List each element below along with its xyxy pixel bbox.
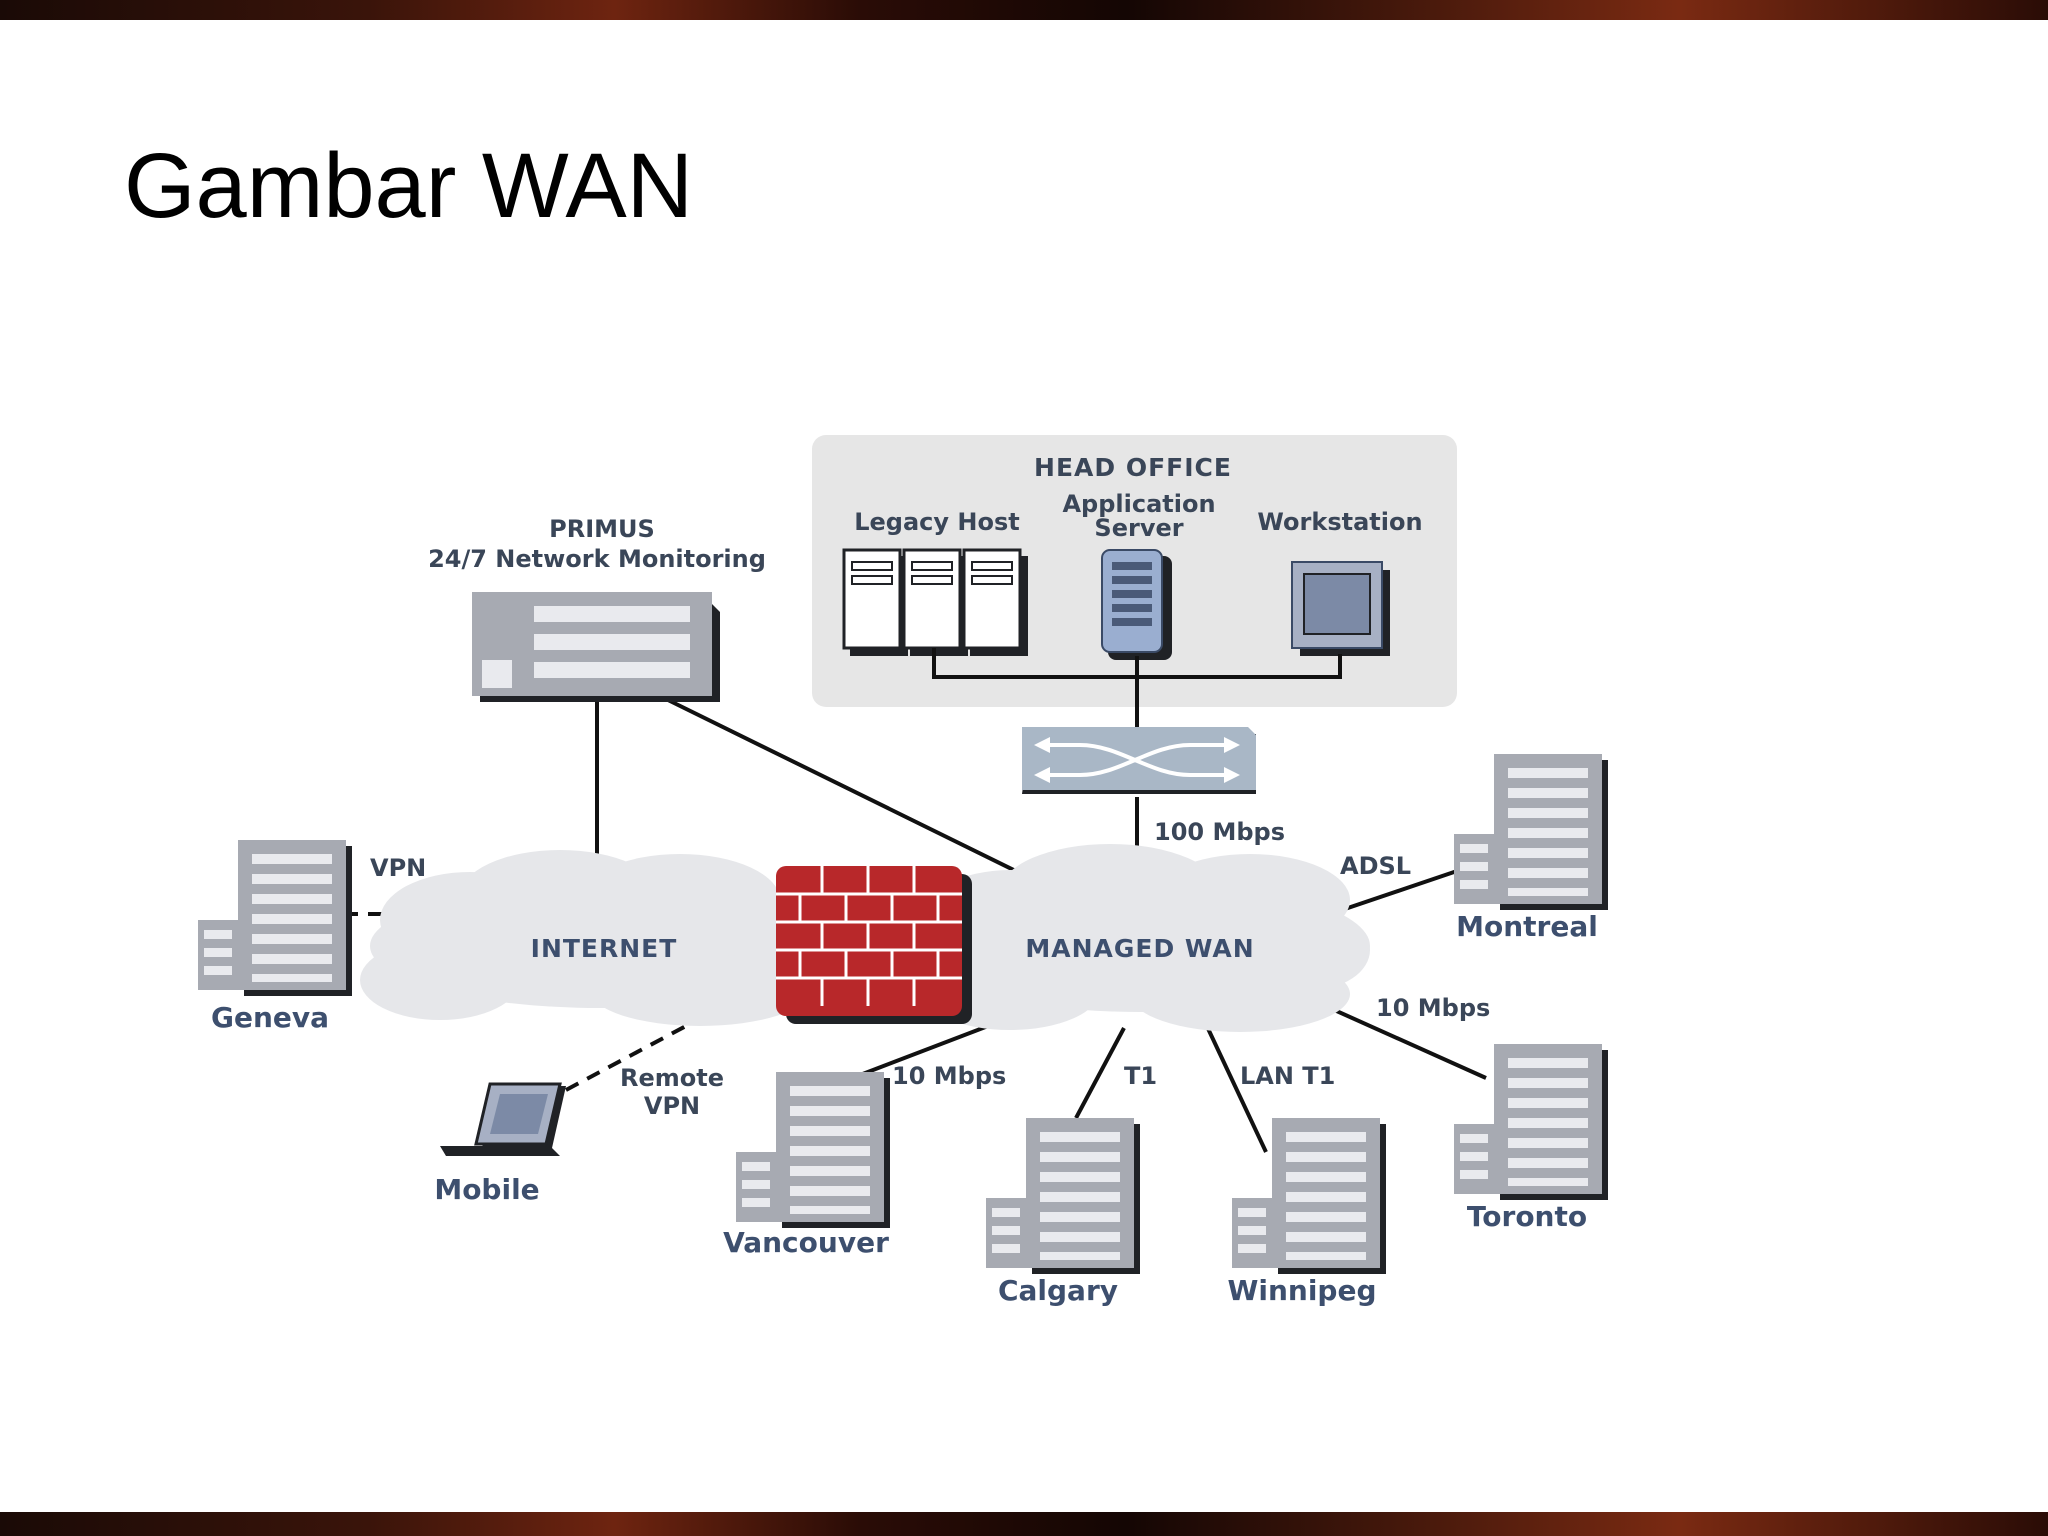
vancouver-speed-label: 10 Mbps [892,1062,1006,1090]
workstation-icon [1291,561,1390,656]
head-office-panel: HEAD OFFICE Legacy Host Application Serv… [812,435,1457,707]
legacy-host-label: Legacy Host [854,508,1020,536]
workstation-label: Workstation [1257,508,1422,536]
laptop-icon [440,1082,566,1156]
vpn-label: VPN [370,854,426,882]
managed-wan-label: MANAGED WAN [1025,934,1254,963]
switch-speed-label: 100 Mbps [1154,818,1285,846]
winnipeg-link-label: LAN T1 [1240,1062,1335,1090]
head-office-title: HEAD OFFICE [1034,453,1232,482]
remote-vpn-label-2: VPN [644,1092,700,1120]
vancouver-label: Vancouver [723,1226,889,1259]
switch-icon [1022,727,1256,794]
slide-title: Gambar WAN [124,135,694,237]
toronto-speed-label: 10 Mbps [1376,994,1490,1022]
application-server-label-2: Server [1094,514,1183,542]
bottom-decor-bar [0,1512,2048,1536]
winnipeg-building-icon [1232,1118,1386,1274]
mobile-label: Mobile [434,1173,539,1206]
internet-label: INTERNET [531,934,678,963]
geneva-label: Geneva [211,1001,329,1034]
toronto-label: Toronto [1467,1200,1587,1233]
calgary-building-icon [986,1118,1140,1274]
montreal-building-icon [1454,754,1608,910]
adsl-label: ADSL [1340,852,1411,880]
firewall-icon [776,866,972,1024]
geneva-building-icon [198,840,352,996]
winnipeg-label: Winnipeg [1227,1274,1376,1307]
top-decor-bar [0,0,2048,20]
application-server-label-1: Application [1062,490,1215,518]
primus-subtitle: 24/7 Network Monitoring [428,545,766,573]
calgary-label: Calgary [998,1274,1118,1307]
calgary-link-label: T1 [1124,1062,1157,1090]
remote-vpn-label-1: Remote [620,1064,724,1092]
legacy-host-icon [842,548,1028,656]
internet-cloud [360,850,830,1026]
application-server-icon [1101,549,1172,660]
montreal-label: Montreal [1456,910,1598,943]
vancouver-building-icon [736,1072,890,1228]
primus-label: PRIMUS [549,515,655,543]
toronto-building-icon [1454,1044,1608,1200]
primus-monitoring-icon [472,592,720,702]
